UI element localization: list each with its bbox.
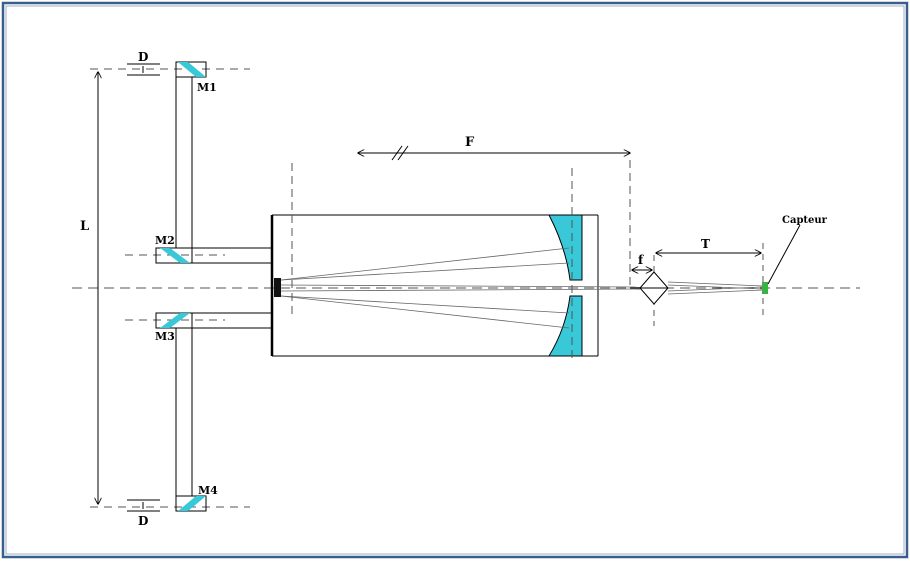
label-m3: M3 bbox=[155, 330, 175, 343]
label-d-bottom: D bbox=[138, 514, 148, 528]
primary-mirror-upper bbox=[548, 214, 583, 281]
label-l: L bbox=[80, 219, 89, 234]
f-big-break-1 bbox=[391, 145, 403, 161]
capteur-leader bbox=[767, 224, 801, 285]
sensor-rays bbox=[667, 281, 764, 295]
f-big-break-2 bbox=[397, 145, 409, 161]
telescope-rays bbox=[280, 247, 641, 329]
primary-mirror-lower bbox=[548, 295, 583, 357]
label-t: T bbox=[701, 237, 710, 251]
mirror-m2 bbox=[160, 248, 190, 263]
lower-periscope bbox=[155, 312, 272, 512]
label-d-top: D bbox=[138, 50, 148, 64]
upper-periscope bbox=[155, 61, 272, 264]
sensor bbox=[762, 282, 768, 294]
label-f-big: F bbox=[465, 135, 475, 150]
secondary-mirror bbox=[274, 278, 281, 297]
label-m2: M2 bbox=[155, 234, 175, 247]
mirror-m3 bbox=[160, 313, 190, 328]
label-m4: M4 bbox=[198, 484, 218, 497]
label-m1: M1 bbox=[197, 81, 217, 94]
mirror-m4 bbox=[178, 496, 206, 511]
mirror-m1 bbox=[178, 62, 206, 77]
telescope-tube bbox=[270, 214, 599, 357]
label-f-small: f bbox=[638, 253, 644, 267]
inner-frame bbox=[5, 5, 905, 555]
label-capteur: Capteur bbox=[782, 215, 828, 226]
